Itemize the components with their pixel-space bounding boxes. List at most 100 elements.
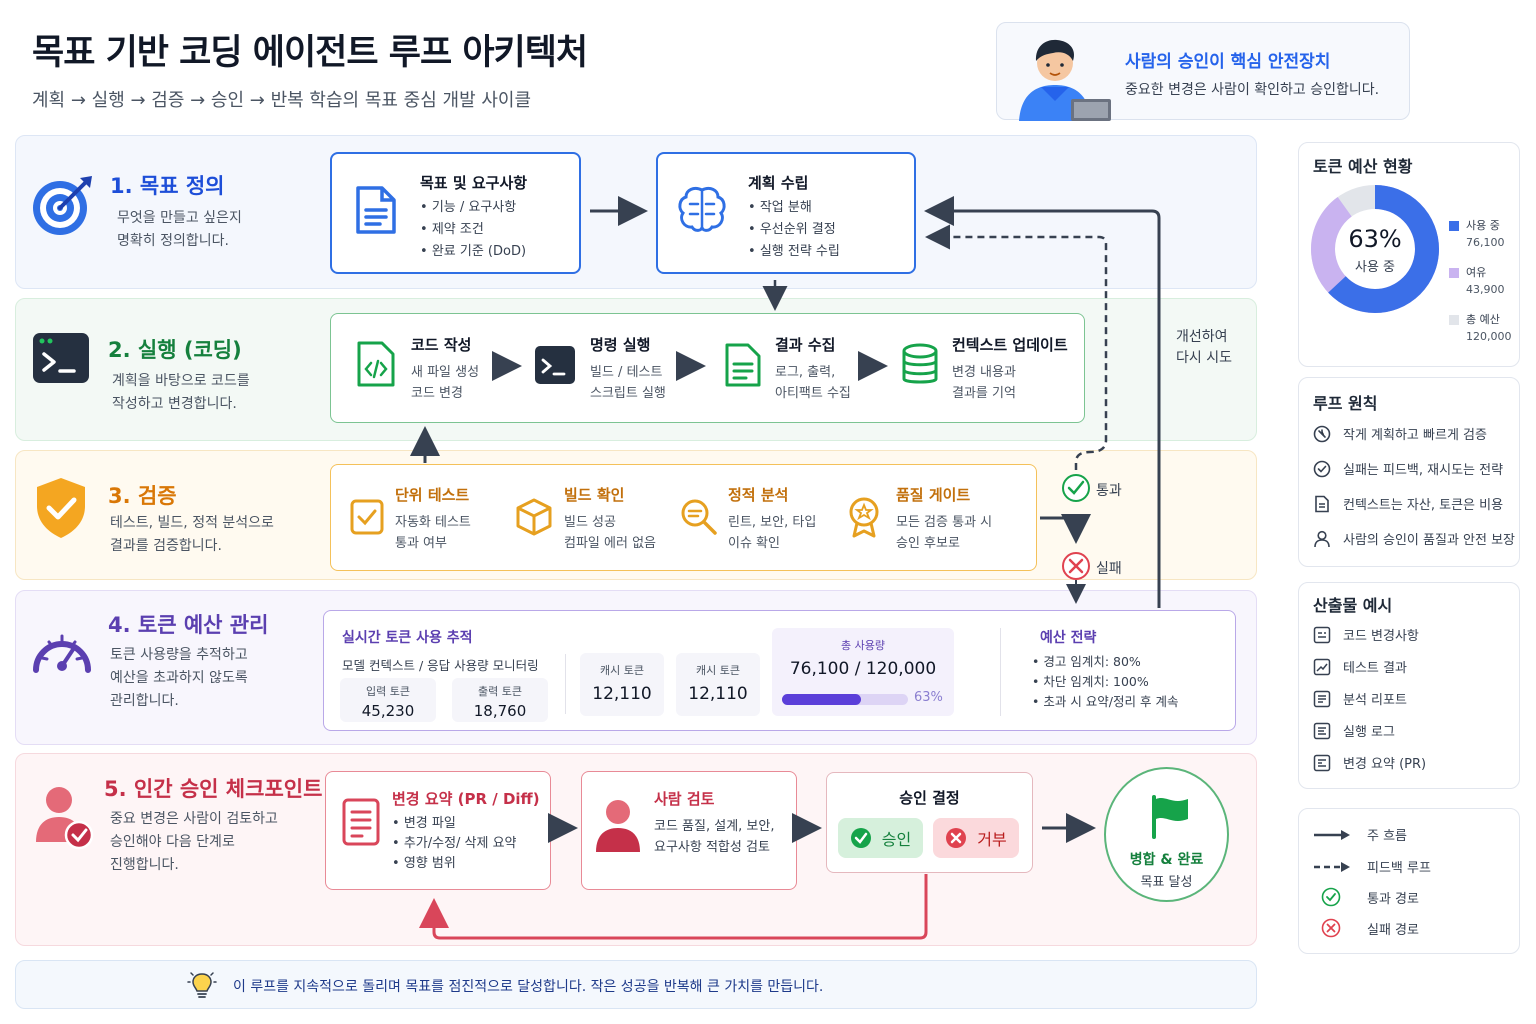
divider (1000, 628, 1001, 716)
target-icon (33, 176, 92, 235)
callout-desc: 중요한 변경은 사람이 확인하고 승인합니다. (1125, 82, 1380, 98)
total-usage-label: 총 사용량 (841, 639, 885, 652)
human-review-title: 사람 검토 (654, 790, 715, 808)
fail-path-icon (1321, 918, 1341, 938)
reject-button[interactable]: 거부 (933, 818, 1019, 858)
database-icon (902, 343, 938, 384)
output-item: 실행 로그 (1313, 721, 1395, 740)
verify-step-title: 단위 테스트 (395, 486, 470, 504)
exec-step-desc: 로그, 출력, 아티팩트 수집 (775, 365, 851, 401)
exec-steps-box (330, 313, 1085, 423)
legend-swatch (1449, 220, 1459, 231)
list-item: 우선순위 결정 (748, 219, 840, 241)
human-review-box: 사람 검토 코드 품질, 설계, 보안, 요구사항 적합성 검토 (581, 771, 797, 890)
verify-step-desc: 린트, 보안, 타입 이슈 확인 (728, 515, 817, 551)
approval-section-title: 5. 인간 승인 체크포인트 (104, 777, 323, 801)
merge-desc: 목표 달성 (1140, 875, 1193, 890)
footer-banner (15, 960, 1257, 1009)
tracking-desc: 모델 컨텍스트 / 응답 사용량 모니터링 (342, 658, 539, 673)
principle-item: 컨텍스트는 자산, 토큰은 비용 (1313, 494, 1503, 513)
pass-label: 통과 (1096, 483, 1122, 499)
output-item: 테스트 결과 (1313, 657, 1407, 676)
lightbulb-icon (187, 972, 217, 998)
badge-icon (849, 497, 879, 538)
exec-step-desc: 빌드 / 테스트 스크립트 실행 (590, 365, 666, 401)
checkbox-icon (350, 499, 384, 535)
list-item: 차단 임계치: 100% (1032, 672, 1178, 692)
cache-token-value: 12,110 (592, 684, 652, 704)
legend-item: 실패 경로 (1313, 918, 1419, 938)
total-usage-pct: 63% (914, 690, 943, 705)
token-budget-panel: 토큰 예산 현황 63% 사용 중 사용 중 76,100 여유 43,900 … (1298, 142, 1520, 367)
legend-item: 통과 경로 (1313, 887, 1419, 907)
list-item: 초과 시 요약/정리 후 계속 (1032, 692, 1178, 712)
developer-avatar-icon (1019, 39, 1111, 121)
page-subtitle: 계획 → 실행 → 검증 → 승인 → 반복 학습의 목표 중심 개발 사이클 (32, 90, 532, 111)
verify-step-desc: 모든 검증 통과 시 승인 후보로 (896, 515, 993, 551)
donut-pct: 63% (1348, 225, 1402, 253)
total-usage-progress (782, 694, 908, 705)
plan-title: 계획 수립 (748, 174, 809, 192)
change-summary-box: 변경 요약 (PR / Diff) 변경 파일 추가/수정/ 삭제 요약 영향 … (325, 771, 551, 890)
person-icon (1314, 530, 1330, 547)
legend-label: 총 예산 (1466, 313, 1500, 326)
merge-title: 병합 & 완료 (1129, 852, 1204, 868)
exec-step-desc: 변경 내용과 결과를 기억 (952, 365, 1016, 401)
principle-item: 실패는 피드백, 재시도는 전략 (1313, 459, 1503, 478)
token-donut-chart (1311, 185, 1439, 313)
output-label: 테스트 결과 (1343, 661, 1407, 676)
approve-button[interactable]: 승인 (838, 818, 923, 858)
callout-title: 사람의 승인이 핵심 안전장치 (1125, 52, 1331, 72)
legend-label: 사용 중 (1466, 219, 1500, 232)
input-token-label: 입력 토큰 (366, 685, 410, 698)
list-item: 추가/수정/ 삭제 요약 (392, 834, 517, 854)
magnifier-icon (681, 499, 717, 535)
document-icon (356, 186, 396, 234)
reject-label: 거부 (977, 830, 1007, 849)
requirements-title: 목표 및 요구사항 (420, 174, 528, 192)
cache-token-label: 캐시 토큰 (600, 664, 644, 677)
document-icon (1315, 495, 1329, 512)
legend-value: 120,000 (1466, 330, 1512, 343)
legend-value: 76,100 (1466, 236, 1505, 249)
output-label: 코드 변경사항 (1343, 629, 1419, 644)
decision-title: 승인 결정 (899, 789, 960, 807)
verify-step-desc: 자동화 테스트 통과 여부 (395, 515, 471, 551)
principles-panel: 루프 원칙 작게 계획하고 빠르게 검증 실패는 피드백, 재시도는 전략 컨텍… (1298, 377, 1520, 567)
verify-step-title: 빌드 확인 (564, 486, 625, 504)
legend-value: 43,900 (1466, 283, 1505, 296)
x-circle-icon (946, 828, 967, 848)
donut-legend: 사용 중 76,100 여유 43,900 총 예산 120,000 (1449, 217, 1512, 345)
principle-label: 컨텍스트는 자산, 토큰은 비용 (1343, 498, 1504, 513)
input-token-value: 45,230 (361, 702, 415, 720)
flag-icon (1152, 795, 1188, 839)
progress-fill (782, 694, 862, 705)
legend-label: 주 흐름 (1367, 829, 1408, 844)
legend-swatch (1449, 314, 1459, 325)
exec-step-title: 컨텍스트 업데이트 (952, 336, 1068, 354)
terminal-icon (33, 333, 89, 383)
cache-token-card: 캐시 토큰 12,110 (676, 653, 760, 716)
input-token-card: 입력 토큰 45,230 (340, 678, 436, 722)
solid-arrow-icon (1314, 829, 1350, 840)
principle-label: 작게 계획하고 빠르게 검증 (1343, 428, 1487, 443)
outputs-panel: 산출물 예시 코드 변경사항 테스트 결과 분석 리포트 실행 로그 변경 요약… (1298, 582, 1520, 789)
legend-label: 통과 경로 (1367, 891, 1419, 907)
cache-token-card: 캐시 토큰 12,110 (580, 653, 664, 716)
cache-token-value: 12,110 (688, 684, 748, 704)
legend-swatch (1449, 267, 1459, 278)
requirements-box: 목표 및 요구사항 기능 / 요구사항 제약 조건 완료 기준 (DoD) (330, 152, 581, 274)
check-circle-icon (850, 828, 871, 848)
principle-item: 사람의 승인이 품질과 안전 보장 (1313, 529, 1515, 548)
list-item: 제약 조건 (420, 219, 526, 241)
goal-section-desc: 무엇을 만들고 싶은지 명확히 정의합니다. (117, 210, 242, 249)
exec-section-desc: 계획을 바탕으로 코드를 작성하고 변경합니다. (112, 373, 250, 412)
dashed-arrow-icon (1314, 861, 1350, 872)
donut-slice-used (1311, 185, 1439, 313)
legend-item: 주 흐름 (1313, 825, 1407, 844)
legend-item: 피드백 루프 (1313, 857, 1431, 876)
budget-section-desc: 토큰 사용량을 추적하고 예산을 초과하지 않도록 관리합니다. (110, 647, 248, 709)
footer-text: 이 루프를 지속적으로 돌리며 목표를 점진적으로 달성합니다. 작은 성공을 … (233, 979, 824, 995)
merge-complete-node: 병합 & 완료 목표 달성 (1104, 767, 1229, 902)
approval-section-desc: 중요 변경은 사람이 검토하고 승인해야 다음 단계로 진행합니다. (110, 811, 278, 873)
